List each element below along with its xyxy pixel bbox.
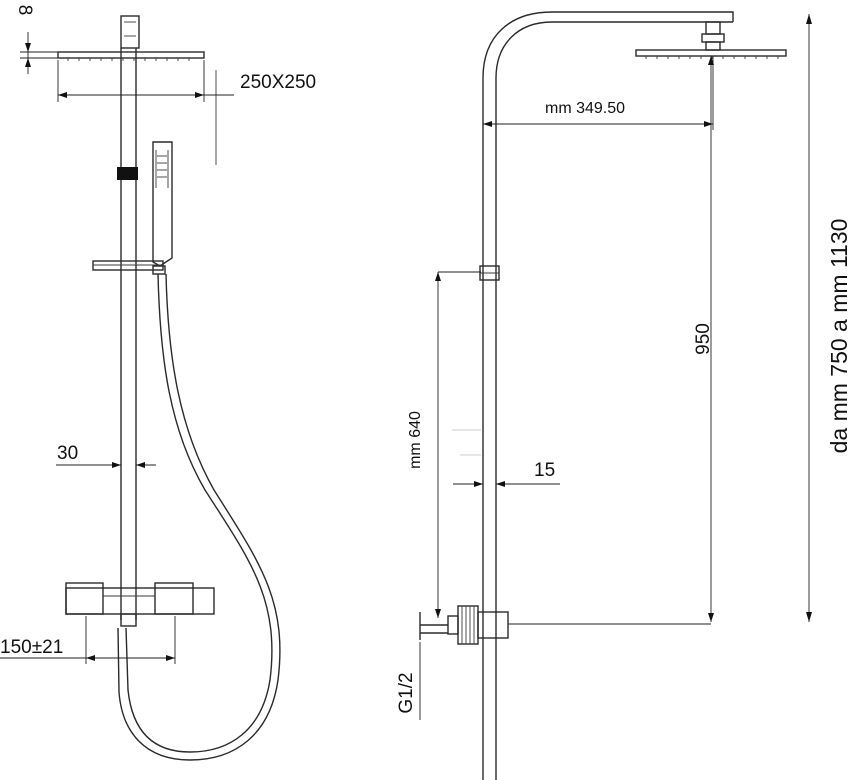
front-view: 8 250X250 30 150±21 [0,5,316,761]
slide-bracket [92,260,166,275]
dim-inlet-spacing: 150±21 [0,616,176,664]
dim-total-height: da mm 750 a mm 1130 [806,14,849,622]
dim-head-size: 250X250 [57,60,316,165]
side-view: mm 349.50 950 mm 640 15 [396,11,849,780]
dim-height-to-head: 950 [508,56,714,625]
total-height-label: da mm 750 a mm 1130 [826,219,849,454]
hidden-lines [452,429,481,456]
dim-connection: G1/2 [396,642,421,720]
shower-bar [120,48,137,620]
head-thickness-label: 8 [14,5,35,16]
connection-label: G1/2 [396,672,417,713]
rain-shower-head [57,51,205,61]
slide-range-label: mm 640 [407,411,424,469]
head-connector [701,21,725,51]
height-to-head-label: 950 [693,323,714,355]
dim-bar-diameter: 30 [56,443,156,468]
holder-knob [117,167,138,180]
column-slider [479,265,500,281]
arm-length-label: mm 349.50 [545,100,625,117]
hose [117,273,281,761]
thermostatic-mixer [65,582,215,627]
top-connector [120,15,140,49]
dim-slide-range: mm 640 [407,271,481,618]
inlet-spacing-label: 150±21 [0,637,63,658]
dim-head-thickness: 8 [14,5,58,74]
column-and-arm [482,11,734,780]
dim-arm-length: mm 349.50 [483,56,714,130]
hand-shower [152,141,173,267]
head-size-label: 250X250 [240,72,316,93]
mixer-side [419,605,509,645]
bar-offset-label: 15 [534,460,555,481]
bar-diameter-label: 30 [57,443,78,464]
dim-bar-offset: 15 [453,460,560,487]
